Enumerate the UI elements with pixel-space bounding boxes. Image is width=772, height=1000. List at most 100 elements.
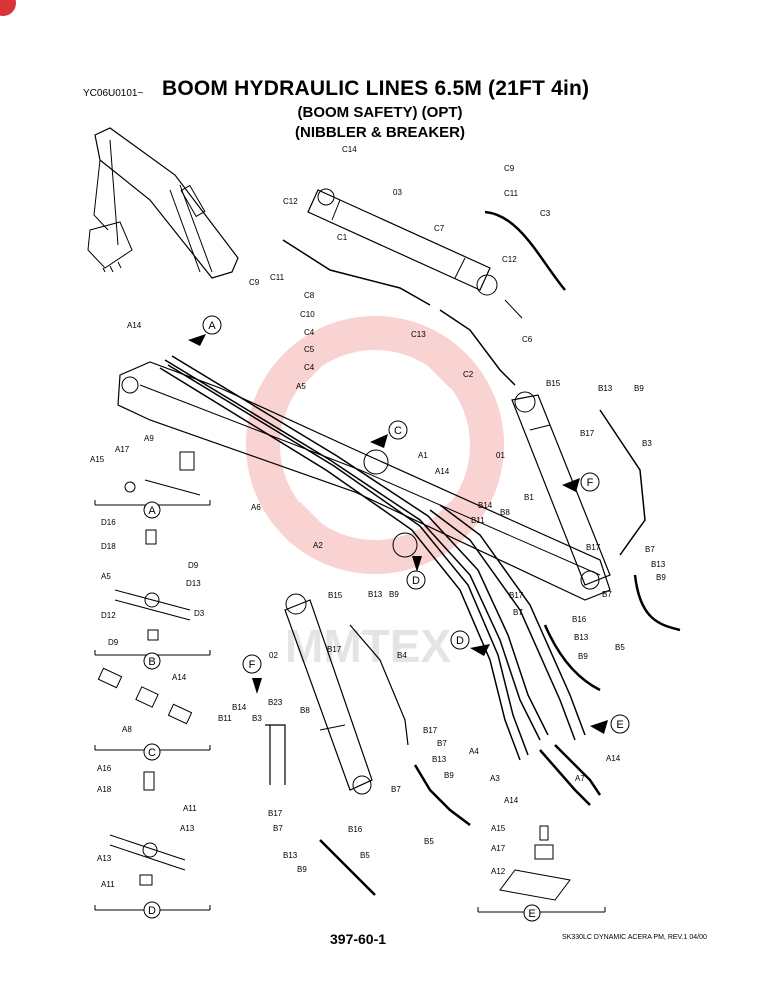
part-label: B5 [615,643,625,652]
part-label: B3 [642,439,652,448]
part-label: C11 [504,189,519,198]
part-label: C12 [283,197,298,206]
part-label: A15 [90,455,105,464]
part-label: A5 [101,572,111,581]
part-label: A8 [122,725,132,734]
hose-b4 [349,624,409,746]
excavator-thumbnail [87,127,239,279]
part-label: D13 [186,579,201,588]
part-label: C2 [463,370,474,379]
part-label: C1 [337,233,348,242]
part-label: C10 [300,310,315,319]
part-label: B14 [232,703,247,712]
part-label: A13 [97,854,112,863]
inset-d-label: D [148,905,156,917]
part-label: C7 [434,224,445,233]
revision-note: SK330LC DYNAMIC ACERA PM, REV.1 04/00 [562,934,707,941]
part-label: D16 [101,518,116,527]
part-label: D3 [194,609,205,618]
part-label: B13 [651,560,666,569]
part-label: B23 [268,698,283,707]
part-label: C8 [304,291,315,300]
part-label: A5 [296,382,306,391]
part-label: B3 [252,714,262,723]
part-label: B13 [574,633,589,642]
pipe-b3 [599,409,646,556]
part-label: A18 [97,785,112,794]
part-label: A14 [172,673,187,682]
diagram-subtitle-2: (NIBBLER & BREAKER) [295,124,465,141]
part-label: B13 [598,384,613,393]
corner-badge [0,0,16,16]
callout-circle-c [388,420,408,440]
part-label: 02 [269,651,278,660]
part-label: C9 [504,164,515,173]
part-label: D12 [101,611,116,620]
hose-c3 [484,210,566,291]
callout-circle-f2 [242,654,262,674]
boom-cylinder-03 [307,188,523,319]
part-label: B17 [423,726,438,735]
part-label: B7 [645,545,655,554]
part-label: A15 [491,824,506,833]
diagram-code: YC06U0101~ [83,88,144,99]
part-label: A14 [504,796,519,805]
part-label: D9 [188,561,199,570]
part-label: C6 [522,335,533,344]
part-label: B9 [656,573,666,582]
inset-e-parts [499,825,571,901]
callout-d2: D [456,635,464,647]
direction-arrows [188,334,608,734]
part-label: B16 [348,825,363,834]
part-label: C14 [342,145,357,154]
callout-e: E [616,719,623,731]
part-label: B13 [368,590,383,599]
callout-circle-a [202,315,222,335]
part-label: A11 [183,804,197,813]
hose-b5-right [633,574,681,632]
callout-circle-e [610,714,630,734]
part-label: B7 [437,739,447,748]
page-number: 397-60-1 [330,931,387,947]
hose-b5-mid [413,764,471,826]
callout-f2: F [249,659,256,671]
part-label: A1 [418,451,428,460]
inset-d-tag [143,901,161,919]
part-label: C3 [540,209,551,218]
part-label: B17 [580,429,595,438]
part-label: B17 [586,543,601,552]
part-label: A14 [435,467,450,476]
pipe-a2 [159,367,521,761]
part-label: B17 [327,645,342,654]
hose-b5-left [319,839,376,896]
part-label: C4 [304,328,315,337]
inset-e-label: E [528,908,535,920]
part-label: A2 [313,541,323,550]
part-label: B13 [283,851,298,860]
callout-circle-d2 [450,630,470,650]
part-label: B7 [513,608,523,617]
diagram-title: BOOM HYDRAULIC LINES 6.5M (21FT 4in) [162,77,590,100]
part-label: A12 [491,867,506,876]
part-label: A4 [469,747,479,756]
inset-b-label: B [148,656,155,668]
part-label: A3 [490,774,500,783]
inset-e-tag [523,904,541,922]
part-label: 03 [393,188,402,197]
part-label: A14 [127,321,142,330]
part-label: B8 [300,706,310,715]
callout-circle-d [406,570,426,590]
part-label: A6 [251,503,261,512]
part-label: A11 [101,880,115,889]
part-label: B17 [509,591,524,600]
inset-d-parts [109,771,186,886]
part-label: C13 [411,330,426,339]
part-label: B4 [397,651,407,660]
part-label: C4 [304,363,315,372]
part-label: B15 [328,591,343,600]
pipe-a1 [164,359,541,741]
part-label: B16 [572,615,587,624]
callout-f: F [587,477,594,489]
part-label: B14 [478,501,493,510]
